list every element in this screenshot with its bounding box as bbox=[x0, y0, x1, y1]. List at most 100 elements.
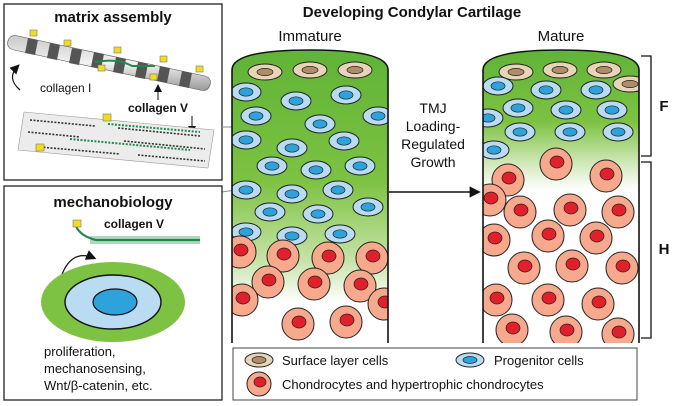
chondro-cell bbox=[555, 249, 589, 283]
outcome-line-2: mechanosensing, bbox=[44, 361, 146, 376]
progenitor-cell bbox=[232, 180, 262, 200]
chondro-cell bbox=[297, 267, 331, 301]
arrow-text-4: Growth bbox=[410, 154, 455, 170]
progenitor-cell bbox=[276, 138, 308, 158]
collagen-v-label-matrix: collagen V bbox=[128, 101, 188, 115]
progenitor-cell bbox=[328, 131, 360, 151]
chondro-cell bbox=[605, 251, 639, 285]
surface-cell bbox=[612, 75, 639, 93]
collagen-v-label-mechano: collagen V bbox=[104, 217, 164, 231]
chondro-cell bbox=[281, 307, 315, 341]
chondro-cell bbox=[601, 195, 635, 229]
progenitor-cell bbox=[483, 76, 514, 96]
chondro-cell bbox=[503, 195, 537, 229]
surface-cell bbox=[498, 63, 534, 81]
chondro-cell bbox=[581, 287, 615, 321]
chondro-cell bbox=[355, 241, 388, 275]
chondro-cell bbox=[483, 283, 513, 317]
progenitor-cell-diagram bbox=[41, 262, 185, 342]
progenitor-cell bbox=[344, 156, 376, 176]
chondro-cell bbox=[483, 223, 511, 257]
collagen-v-fibril-icon bbox=[72, 219, 200, 244]
chondro-cell bbox=[343, 269, 377, 303]
chondro-cell bbox=[329, 305, 363, 339]
progenitor-cell bbox=[504, 122, 536, 142]
zone-h-label: H bbox=[659, 241, 670, 258]
outcome-line-1: proliferation, bbox=[44, 344, 116, 359]
chondro-cell bbox=[232, 235, 257, 269]
legend-progenitor-label: Progenitor cells bbox=[494, 353, 584, 368]
progenitor-cell bbox=[580, 80, 612, 100]
progenitor-cell bbox=[352, 197, 384, 217]
progenitor-cell bbox=[550, 100, 582, 120]
chondro-cell bbox=[251, 265, 285, 299]
assembly-arrow-icon bbox=[9, 64, 21, 91]
progenitor-cell bbox=[362, 106, 388, 126]
chondro-cell bbox=[266, 239, 300, 273]
hypertrophic-zone-bracket: H bbox=[641, 161, 670, 339]
figure-title: Developing Condylar Cartilage bbox=[303, 4, 521, 21]
chondro-cell bbox=[549, 315, 583, 343]
immature-cartilage-panel bbox=[232, 50, 388, 343]
immature-label: Immature bbox=[278, 28, 341, 45]
surface-cell bbox=[586, 61, 622, 79]
progenitor-cell bbox=[602, 122, 634, 142]
progenitor-cell bbox=[302, 204, 334, 224]
progenitor-cell bbox=[530, 80, 562, 100]
chondro-cell bbox=[483, 183, 507, 217]
progenitor-cell bbox=[324, 224, 356, 244]
surface-cell bbox=[247, 63, 283, 81]
matrix-assembly-heading: matrix assembly bbox=[54, 9, 172, 26]
matrix-assembly-box: matrix assembly bbox=[3, 3, 223, 181]
mature-cartilage-panel bbox=[483, 50, 639, 343]
progenitor-cell bbox=[240, 106, 272, 126]
mechanobiology-heading: mechanobiology bbox=[53, 194, 173, 211]
surface-cell bbox=[292, 61, 328, 79]
legend-surface-label: Surface layer cells bbox=[282, 353, 389, 368]
collagen-i-label: collagen I bbox=[40, 81, 91, 95]
chondro-cell bbox=[531, 283, 565, 317]
chondro-cell bbox=[589, 159, 623, 193]
chondro-cell bbox=[495, 313, 529, 343]
arrow-text-3: Regulated bbox=[401, 136, 465, 152]
progenitor-cell bbox=[232, 130, 262, 150]
chondro-cell bbox=[531, 219, 565, 253]
mechanobiology-box: mechanobiology collagen V proliferation,… bbox=[3, 185, 223, 401]
progenitor-cell bbox=[232, 82, 262, 102]
chondro-cell bbox=[579, 221, 613, 255]
surface-cell bbox=[542, 61, 578, 79]
progenitor-cell bbox=[483, 108, 504, 128]
legend: Surface layer cells Progenitor cells Cho… bbox=[232, 347, 638, 401]
progenitor-cell bbox=[304, 114, 336, 134]
chondro-cell bbox=[311, 241, 345, 275]
collagen-fibril-illustration bbox=[7, 29, 211, 100]
progenitor-cell bbox=[330, 85, 362, 105]
surface-cell bbox=[337, 61, 373, 79]
arrow-text-2: Loading- bbox=[406, 118, 461, 134]
chondro-cell bbox=[507, 251, 541, 285]
legend-chondrocyte-label: Chondrocytes and hypertrophic chondrocyt… bbox=[282, 377, 544, 392]
progenitor-cell bbox=[280, 91, 312, 111]
arrow-text-1: TMJ bbox=[419, 100, 446, 116]
progenitor-cell bbox=[596, 100, 628, 120]
progenitor-cell bbox=[322, 180, 354, 200]
fibrous-zone-bracket: F bbox=[641, 55, 669, 157]
chondro-cell bbox=[601, 317, 635, 343]
outcome-line-3: Wnt/β-catenin, etc. bbox=[44, 378, 153, 393]
chondro-cell bbox=[553, 193, 587, 227]
progenitor-cell bbox=[502, 98, 534, 118]
progenitor-cell bbox=[276, 184, 308, 204]
progenitor-cell bbox=[254, 202, 286, 222]
progenitor-cell bbox=[300, 160, 332, 180]
chondro-cell bbox=[232, 283, 259, 317]
progenitor-cell bbox=[554, 122, 586, 142]
progenitor-cell bbox=[483, 140, 510, 160]
zone-f-label: F bbox=[659, 98, 668, 115]
chondro-cell bbox=[539, 147, 573, 181]
growth-arrow: TMJ Loading- Regulated Growth bbox=[389, 100, 481, 198]
mature-label: Mature bbox=[538, 28, 585, 45]
progenitor-cell bbox=[256, 156, 288, 176]
fibril-bundle-illustration bbox=[17, 111, 215, 169]
chondro-cell bbox=[367, 287, 388, 321]
